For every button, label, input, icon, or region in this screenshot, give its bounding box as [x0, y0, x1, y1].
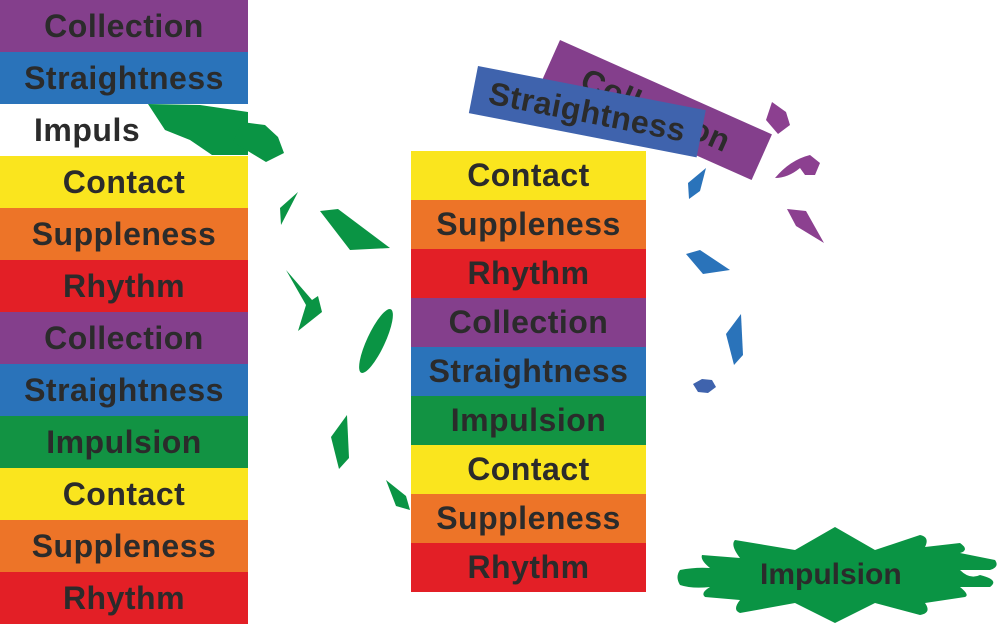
- green-shard: [280, 192, 298, 225]
- block-label: Contact: [467, 451, 590, 487]
- stack-block-collection: Collection: [0, 0, 248, 52]
- green-shard: [386, 480, 410, 510]
- stack-block-impulsion: Impulsion: [411, 396, 646, 445]
- stack-block-contact: Contact: [0, 468, 248, 520]
- stack-block-straightness: Straightness: [411, 347, 646, 396]
- block-label: Suppleness: [31, 527, 217, 564]
- block-label: Contact: [62, 475, 186, 512]
- stack-block-rhythm: Rhythm: [411, 249, 646, 298]
- block-label: Impuls: [34, 111, 141, 148]
- blue-shard: [726, 314, 743, 365]
- block-label: Straightness: [428, 353, 629, 389]
- block-label: Contact: [467, 157, 590, 193]
- block-label: Collection: [448, 304, 609, 340]
- purple-shard: [766, 102, 790, 134]
- block-label: Collection: [44, 319, 204, 356]
- block-label: Rhythm: [467, 549, 590, 585]
- stack-block-rhythm: Rhythm: [0, 260, 248, 312]
- block-label: Suppleness: [436, 206, 621, 242]
- block-label: Suppleness: [31, 215, 217, 252]
- burst-label: Impulsion: [760, 558, 902, 591]
- block-label: Impulsion: [450, 402, 607, 438]
- stack-block-impulsion: Impulsion: [0, 416, 248, 468]
- stack-block-rhythm: Rhythm: [411, 543, 646, 592]
- blue-shard: [686, 250, 730, 274]
- stack-block-suppleness: Suppleness: [411, 200, 646, 249]
- purple-shard: [787, 209, 824, 243]
- green-shard: [359, 309, 393, 373]
- blue-shard: [693, 379, 716, 393]
- stack-block-collection: Collection: [411, 298, 646, 347]
- stack-block-impulsion: Impuls: [0, 104, 248, 156]
- green-shard: [331, 415, 349, 469]
- stack-block-straightness: Straightness: [0, 364, 248, 416]
- green-shard: [148, 104, 248, 155]
- impulsion-burst: [677, 527, 997, 623]
- purple-shard: [775, 155, 820, 178]
- block-label: Suppleness: [436, 500, 621, 536]
- stack-block-straightness: Straightness: [0, 52, 248, 104]
- stack-block-contact: Contact: [411, 151, 646, 200]
- block-label: Impulsion: [46, 423, 202, 460]
- blue-shard: [688, 168, 706, 199]
- green-shard: [233, 122, 284, 162]
- block-label: Straightness: [24, 371, 224, 408]
- block-label: Collection: [44, 7, 204, 44]
- block-label: Straightness: [24, 59, 224, 96]
- block-label: Rhythm: [467, 255, 590, 291]
- stack-block-suppleness: Suppleness: [0, 520, 248, 572]
- stack-block-suppleness: Suppleness: [411, 494, 646, 543]
- green-shard: [286, 270, 322, 331]
- block-label: Rhythm: [62, 267, 186, 304]
- burst-shape: [677, 527, 997, 623]
- block-label: Rhythm: [62, 579, 186, 616]
- block-label: Contact: [62, 163, 186, 200]
- stack-block-suppleness: Suppleness: [0, 208, 248, 260]
- stack-block-contact: Contact: [0, 156, 248, 208]
- stack-block-rhythm: Rhythm: [0, 572, 248, 624]
- stack-block-contact: Contact: [411, 445, 646, 494]
- stack-block-collection: Collection: [0, 312, 248, 364]
- green-shard: [320, 209, 390, 250]
